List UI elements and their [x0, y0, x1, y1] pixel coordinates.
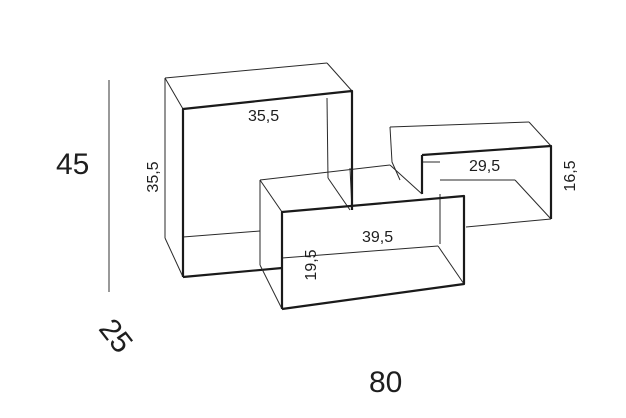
overall-height-label: 45 — [56, 148, 89, 181]
right-box-height-label: 16,5 — [562, 160, 579, 191]
front-box-height-label: 19,5 — [303, 249, 320, 280]
cube-width-label: 35,5 — [248, 108, 279, 125]
front-box-width-label: 39,5 — [362, 229, 393, 246]
cube-height-label: 35,5 — [145, 161, 162, 192]
overall-width-label: 80 — [369, 366, 402, 399]
overall-depth-label: 25 — [92, 313, 139, 360]
right-box-width-label: 29,5 — [469, 158, 500, 175]
left-cube — [164, 62, 354, 279]
front-box — [259, 194, 466, 311]
right-box — [389, 121, 553, 228]
